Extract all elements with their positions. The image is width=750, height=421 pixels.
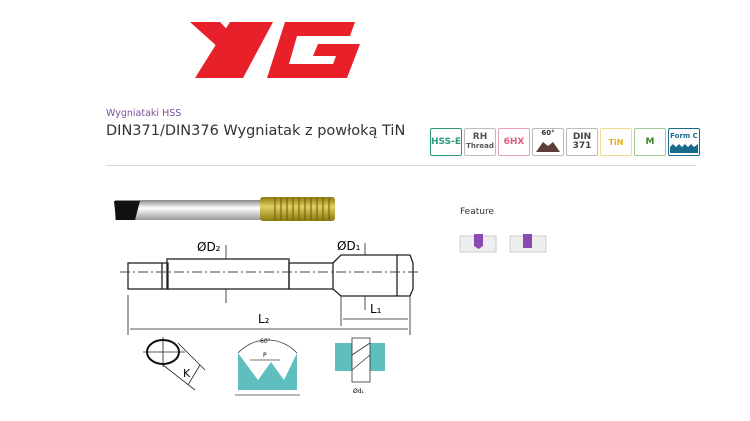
feature-hole-icons bbox=[459, 234, 547, 253]
blind-hole-icon bbox=[474, 234, 483, 249]
badge-m: M bbox=[634, 128, 666, 156]
thread-angle-icon bbox=[536, 142, 560, 152]
through-hole-icon bbox=[523, 234, 532, 248]
badge-label: M bbox=[645, 136, 655, 147]
angle-label: 60° bbox=[260, 338, 271, 345]
drill-section-icon: Ød₁ bbox=[335, 337, 385, 395]
tap-drawing: ØD₂ ØD₁ L₁ L₂ K 60° P Ød₁ bbox=[114, 197, 420, 396]
product-title: DIN371/DIN376 Wygniatak z powłoką TiN bbox=[106, 123, 406, 139]
badge-label: DIN bbox=[572, 132, 592, 142]
badge-6hx: 6HX bbox=[498, 128, 530, 156]
badge-label: Form C bbox=[670, 132, 698, 140]
badge-label: HSS-E bbox=[431, 136, 461, 147]
square-section-icon: K bbox=[143, 337, 206, 391]
yg-logo bbox=[190, 22, 360, 78]
badge-label: TiN bbox=[608, 137, 624, 147]
l1-label: L₁ bbox=[370, 302, 382, 316]
badge-sub: 371 bbox=[572, 141, 592, 151]
divider bbox=[106, 165, 696, 166]
badge-label: 60° bbox=[541, 129, 555, 137]
badge-label: RH bbox=[472, 132, 488, 142]
thread-profile-icon: 60° P bbox=[235, 338, 300, 396]
thread-form-icon bbox=[670, 144, 698, 153]
d2-label: ØD₂ bbox=[197, 240, 221, 254]
badge-label: 6HX bbox=[503, 136, 525, 147]
pitch-label: P bbox=[263, 352, 267, 359]
badge-sub: Thread bbox=[466, 142, 494, 150]
product-category[interactable]: Wygniataki HSS bbox=[106, 108, 182, 119]
badge-tin: TiN bbox=[600, 128, 632, 156]
tap-photo bbox=[114, 197, 335, 221]
d1-label: ØD₁ bbox=[337, 239, 361, 253]
l2-label: L₂ bbox=[258, 312, 270, 326]
badge-60-degree: 60° bbox=[532, 128, 564, 156]
badge-hss-e: HSS-E bbox=[430, 128, 462, 156]
drill-label: Ød₁ bbox=[353, 388, 365, 395]
feature-label: Feature bbox=[460, 207, 495, 217]
badge-form-c: Form C bbox=[668, 128, 700, 156]
k-label: K bbox=[183, 367, 191, 380]
